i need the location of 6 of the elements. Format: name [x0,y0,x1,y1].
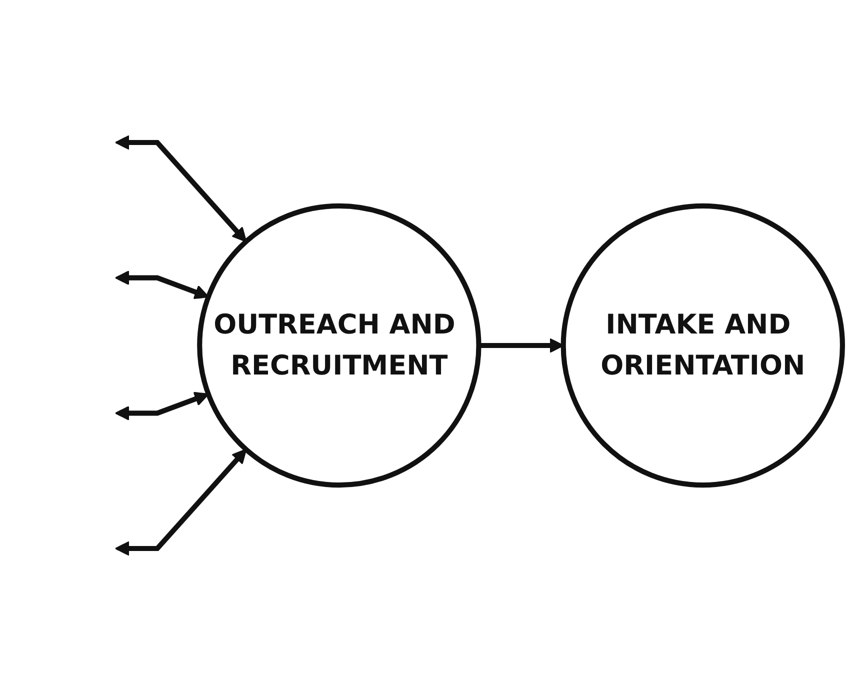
arrow [115,448,247,556]
arrow [115,392,210,421]
arrow [115,135,247,242]
node-circle: OUTREACH AND RECRUITMENT [197,203,482,488]
arrow [115,270,210,300]
node-circle: INTAKE AND ORIENTATION [560,203,845,488]
